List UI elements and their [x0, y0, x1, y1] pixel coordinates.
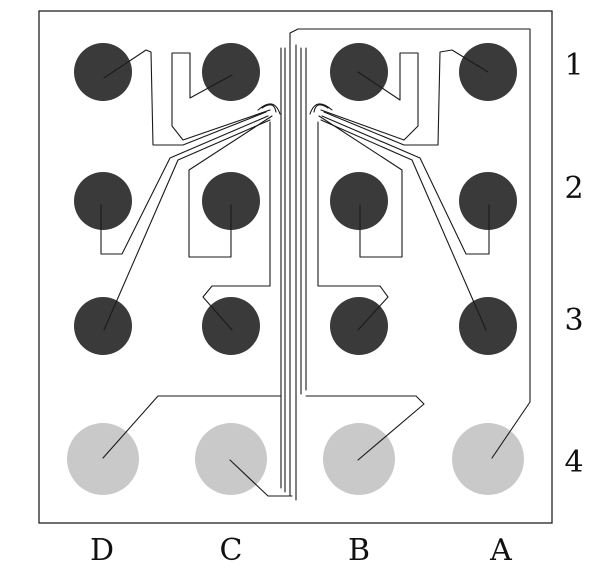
trace-b4 [305, 395, 425, 461]
column-label-d: D [90, 533, 114, 568]
electrode-d4 [67, 423, 139, 495]
electrode-c2 [202, 172, 260, 230]
row-labels: 1 2 3 4 [564, 48, 583, 480]
electrode-b2 [330, 172, 388, 230]
trace-bend-right [309, 103, 333, 115]
electrode-a3 [459, 297, 517, 355]
trace-bend-left [257, 103, 281, 115]
electrode-c1 [202, 43, 260, 101]
row-label-3: 3 [564, 303, 583, 338]
trace-d4 [102, 395, 282, 459]
column-label-c: C [220, 533, 243, 568]
trace-c2 [188, 115, 273, 258]
row-label-1: 1 [564, 48, 583, 83]
electrode-d3 [74, 297, 132, 355]
trace-d3 [103, 119, 271, 331]
electrodes [67, 43, 524, 495]
electrode-b3 [330, 297, 388, 355]
trace-c1 [171, 52, 271, 141]
trace-b2 [318, 115, 403, 258]
trace-d2 [100, 115, 269, 255]
trace-a3 [320, 119, 487, 331]
wiring-traces [100, 28, 531, 501]
row-label-2: 2 [564, 171, 583, 206]
electrode-a2 [459, 172, 517, 230]
chip-border [38, 10, 553, 524]
electrode-a4 [452, 423, 524, 495]
electrode-c3 [202, 297, 260, 355]
trace-a4 [289, 28, 531, 459]
electrode-c4 [195, 423, 267, 495]
trace-bus [280, 44, 307, 501]
electrode-b1 [330, 43, 388, 101]
electrode-d2 [74, 172, 132, 230]
column-label-b: B [348, 533, 370, 568]
row-label-4: 4 [564, 445, 583, 480]
trace-b1 [320, 52, 419, 141]
column-label-a: A [489, 533, 512, 568]
trace-c4 [229, 459, 293, 497]
trace-a1 [323, 49, 489, 146]
trace-a2 [321, 115, 490, 255]
trace-c3 [202, 121, 271, 331]
trace-b3 [317, 121, 389, 331]
trace-d1 [103, 49, 267, 146]
electrode-d1 [74, 43, 132, 101]
